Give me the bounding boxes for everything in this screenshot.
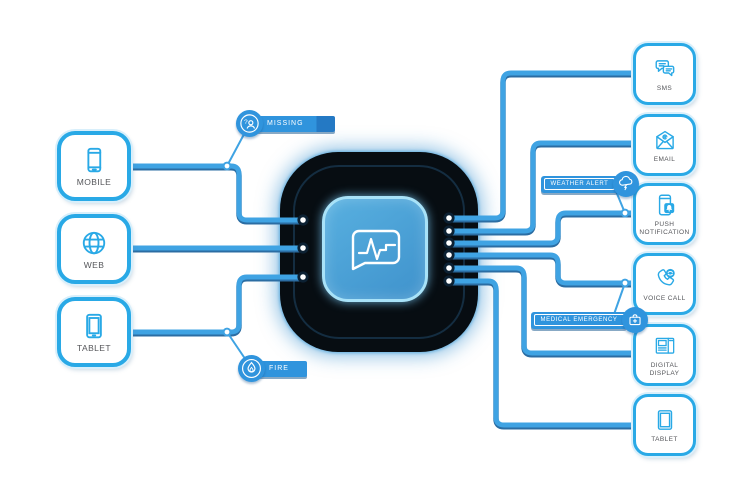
badge-label-frame: WEATHER ALERT bbox=[541, 175, 618, 193]
pulse-monitor-icon bbox=[351, 229, 401, 271]
card-web: WEB bbox=[57, 214, 131, 284]
card-digital-display: DIGITAL DISPLAY bbox=[633, 324, 696, 386]
badge-label: MEDICAL EMERGENCY bbox=[533, 314, 625, 326]
card-label: SMS bbox=[656, 84, 673, 92]
card-label: MOBILE bbox=[76, 176, 112, 187]
chat-bubbles-icon bbox=[655, 59, 674, 76]
phone-handset-icon bbox=[657, 268, 675, 286]
billboard-icon bbox=[655, 337, 674, 354]
missing-person-icon: ? bbox=[236, 110, 263, 137]
card-label: PUSH NOTIFICATION bbox=[639, 221, 690, 236]
badge-weather-alert: WEATHER ALERT bbox=[541, 171, 639, 197]
tablet-icon bbox=[657, 409, 672, 430]
card-label: DIGITAL DISPLAY bbox=[649, 362, 680, 377]
hub-core bbox=[322, 196, 428, 302]
card-email: EMAIL bbox=[633, 114, 696, 176]
globe-icon bbox=[82, 231, 106, 254]
card-sms: SMS bbox=[633, 43, 696, 105]
badge-label: MISSING bbox=[257, 115, 335, 132]
badge-label: FIRE bbox=[259, 360, 307, 377]
card-label: WEB bbox=[83, 259, 105, 270]
tablet-icon bbox=[86, 313, 102, 338]
open-envelope-icon bbox=[655, 130, 674, 150]
badge-label: WEATHER ALERT bbox=[543, 178, 616, 190]
card-tablet-output: TABLET bbox=[633, 394, 696, 456]
smartphone-icon bbox=[87, 147, 102, 172]
card-tablet: TABLET bbox=[57, 297, 131, 367]
card-push-notification: PUSH NOTIFICATION bbox=[633, 183, 696, 245]
card-label: TABLET bbox=[77, 342, 111, 353]
badge-label-frame: MEDICAL EMERGENCY bbox=[531, 311, 627, 329]
card-label: EMAIL bbox=[653, 155, 676, 163]
flame-icon bbox=[238, 355, 265, 382]
card-mobile: MOBILE bbox=[57, 131, 131, 201]
svg-text:?: ? bbox=[244, 119, 248, 126]
phone-bell-icon bbox=[658, 194, 674, 216]
badge-medical-emergency: MEDICAL EMERGENCY bbox=[531, 307, 648, 333]
card-label: TABLET bbox=[651, 435, 678, 443]
first-aid-kit-icon bbox=[622, 307, 648, 333]
card-voice-call: VOICE CALL bbox=[633, 253, 696, 315]
badge-missing: ? MISSING bbox=[236, 110, 335, 137]
storm-cloud-icon bbox=[612, 171, 639, 197]
badge-fire: FIRE bbox=[238, 355, 307, 382]
card-label: VOICE CALL bbox=[643, 294, 686, 302]
